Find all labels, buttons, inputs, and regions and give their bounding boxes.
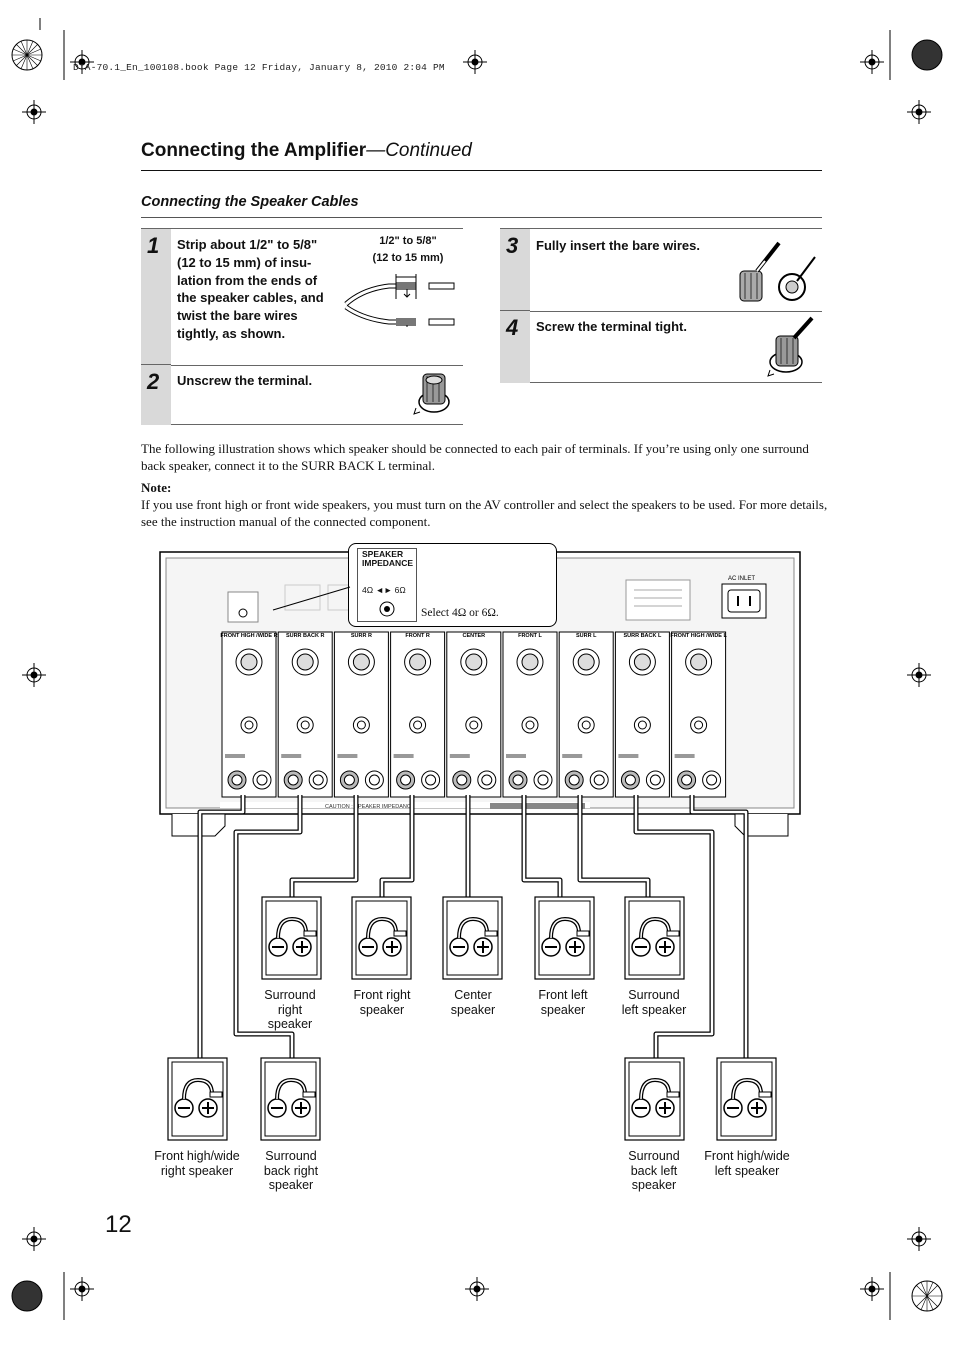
channel-module: SURR BACK L	[614, 631, 670, 798]
terminal-tighten-icon	[767, 316, 814, 377]
channel-module: CENTER	[446, 631, 502, 798]
caption-surround-back-right: Surround back right speaker	[263, 1149, 319, 1192]
insert-wire-icon	[739, 241, 816, 302]
caption-surround-left: Surround left speaker	[621, 988, 687, 1017]
impedance-title-1: SPEAKER	[362, 549, 404, 559]
impedance-select-note: Select 4Ω or 6Ω.	[421, 607, 499, 619]
channel-module: FRONT HIGH /WIDE R	[220, 631, 278, 798]
channel-module: SURR R	[333, 631, 389, 798]
channel-module: SURR L	[558, 631, 614, 798]
amplifier-rear-panel: AC INLET CAUTION : SPEAKER IMPEDANCE FRO…	[159, 551, 801, 837]
channel-label: FRONT R	[405, 633, 429, 639]
step-3-text: Fully insert the bare wires.	[536, 238, 700, 253]
caution-label: CAUTION : SPEAKER IMPEDANCE	[325, 804, 415, 810]
impedance-switch-label: 4Ω ◄► 6Ω	[362, 585, 406, 595]
page-number: 12	[105, 1211, 132, 1238]
channel-module: FRONT L	[502, 631, 558, 798]
channel-label: SURR BACK L	[623, 633, 662, 639]
step-3-box: 3 Fully insert the bare wires.	[500, 228, 822, 312]
channel-label: SURR BACK R	[286, 633, 325, 639]
caption-surround-right: Surround right speaker	[264, 988, 316, 1031]
channel-module: FRONT R	[390, 631, 446, 798]
section-title: Connecting the Speaker Cables	[141, 194, 359, 210]
caption-surround-back-left: Surround back left speaker	[628, 1149, 680, 1192]
channel-label: SURR R	[351, 633, 372, 639]
caption-front-hw-left: Front high/wide left speaker	[704, 1149, 790, 1178]
stripped-wire-illustration	[344, 274, 455, 327]
caption-front-left: Front left speaker	[538, 988, 588, 1017]
step-number-2: 2	[141, 364, 171, 425]
file-header: DTA-70.1_En_100108.book Page 12 Friday, …	[73, 62, 445, 73]
terminal-unscrew-icon	[413, 373, 450, 415]
section-rule	[141, 217, 822, 218]
caption-front-right: Front right speaker	[353, 988, 411, 1017]
step-4-box: 4 Screw the terminal tight.	[500, 310, 822, 383]
caption-center: Center speaker	[450, 988, 496, 1017]
impedance-callout: SPEAKER IMPEDANCE 4Ω ◄► 6Ω Select 4Ω or …	[348, 543, 557, 627]
note-label: Note:	[141, 480, 172, 495]
step-number-1: 1	[141, 229, 171, 365]
impedance-switch-icon[interactable]	[376, 599, 398, 619]
caption-front-hw-right: Front high/wide right speaker	[154, 1149, 240, 1178]
note-paragraph: If you use front high or front wide spea…	[141, 497, 828, 529]
step-number-4: 4	[500, 310, 530, 383]
channel-label: CENTER	[462, 633, 485, 639]
step-2-box: 2 Unscrew the terminal.	[141, 364, 463, 425]
page-title: Connecting the Amplifier—Continued	[141, 140, 472, 161]
callout-pointer	[272, 586, 351, 611]
step-2-text: Unscrew the terminal.	[177, 373, 313, 388]
channel-label: FRONT L	[518, 633, 542, 639]
channel-module: FRONT HIGH /WIDE L	[670, 631, 727, 798]
impedance-title-2: IMPEDANCE	[362, 558, 414, 568]
strip-length-label: 1/2" to 5/8"(12 to 15 mm)	[372, 235, 444, 264]
step-1-text: Strip about 1/2" to 5/8" (12 to 15 mm) o…	[177, 237, 324, 341]
step-number-3: 3	[500, 229, 530, 311]
channel-label: FRONT HIGH /WIDE R	[220, 633, 277, 639]
impedance-inset: SPEAKER IMPEDANCE 4Ω ◄► 6Ω	[357, 548, 417, 622]
title-rule	[141, 170, 822, 171]
step-1-box: 1 Strip about 1/2" to 5/8" (12 to 15 mm)…	[141, 228, 463, 366]
step-4-text: Screw the terminal tight.	[536, 319, 687, 334]
ac-inlet-label: AC INLET	[728, 576, 755, 582]
channel-label: FRONT HIGH /WIDE L	[670, 633, 727, 639]
channel-module: SURR BACK R	[277, 631, 333, 798]
channel-label: SURR L	[576, 633, 597, 639]
intro-paragraph: The following illustration shows which s…	[141, 441, 809, 473]
